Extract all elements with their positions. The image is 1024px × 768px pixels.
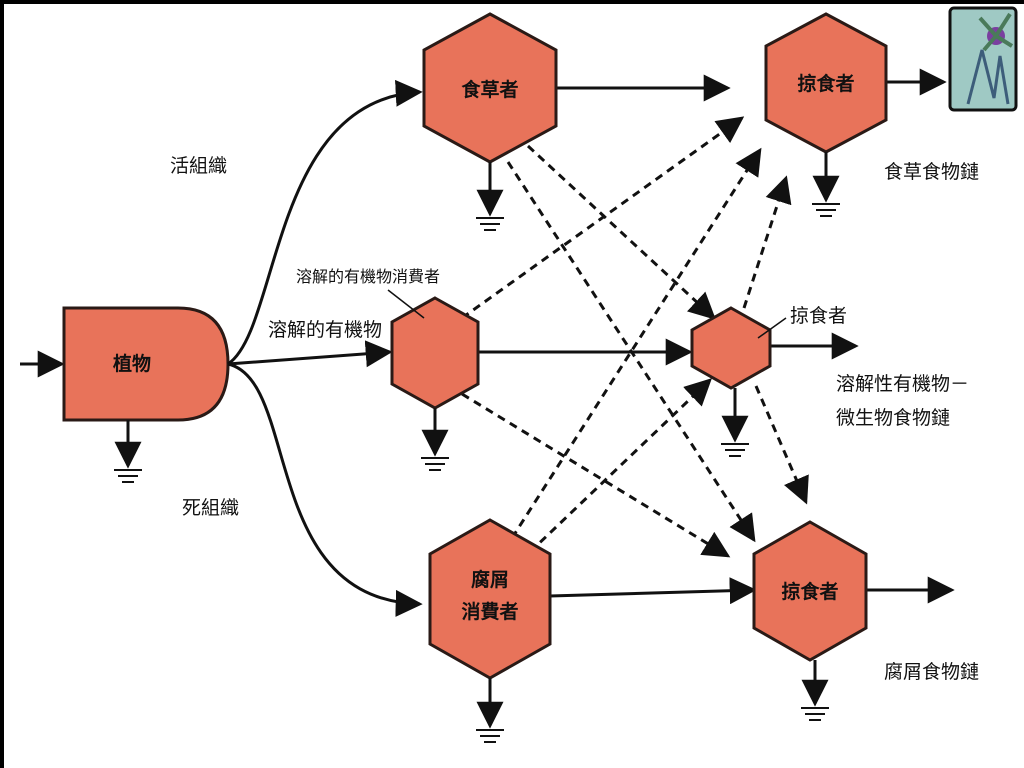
dissolved-path [227, 340, 393, 368]
dom-chain-label-line2: 微生物食物鏈 [836, 407, 950, 429]
detritus-chain-label: 腐屑食物鏈 [884, 661, 979, 683]
dashed-detritivore-to-predator-top [510, 147, 762, 539]
live-tissue-label: 活組織 [170, 155, 227, 177]
predator-top-label: 掠食者 [797, 72, 854, 95]
dashed-dom-to-predator-bottom [461, 392, 731, 558]
predator-bottom-label: 掠食者 [781, 580, 838, 603]
dashed-predmid-to-predator-top [742, 175, 792, 309]
dissolved-organic-label: 溶解的有機物 [268, 319, 382, 341]
dashed-flows [461, 116, 809, 558]
predator-bottom-node [752, 520, 868, 662]
detritivore-label-line2: 消費者 [461, 600, 518, 623]
detritivore-to-predator-arrow [549, 577, 757, 605]
dom-consumer-node [390, 296, 480, 410]
ground-predator-bottom-icon [801, 660, 829, 721]
dashed-herbivore-to-predator-mid [526, 144, 716, 320]
ribbon-bookmark-icon [948, 6, 1018, 112]
dom-consumer-callout: 溶解的有機物消費者 [296, 267, 440, 286]
dead-tissue-label: 死組織 [182, 497, 239, 519]
respiration-ground-symbols [114, 152, 840, 743]
plant-label: 植物 [113, 352, 151, 375]
dashed-herbivore-to-predator-bottom [506, 161, 756, 543]
dom-chain-label-line1: 溶解性有機物－ [836, 373, 969, 395]
dashed-dom-to-predator-top [461, 116, 745, 320]
predator-mid-leader [757, 317, 787, 339]
predator-mid-node [690, 306, 772, 390]
detritivore-node [428, 518, 552, 680]
ground-predator-mid-icon [721, 388, 749, 457]
detritivore-label-line1: 腐屑 [471, 568, 509, 591]
ground-herbivore-icon [476, 162, 504, 231]
ground-plant-icon [114, 420, 142, 483]
ground-detritivore-icon [476, 678, 504, 743]
dead-tissue-path [227, 362, 423, 617]
live-tissue-path [227, 79, 423, 366]
dom-consumer-leader [387, 289, 425, 319]
ground-dom-consumer-icon [421, 408, 449, 471]
dashed-predmid-to-predator-bottom [754, 385, 809, 505]
ground-predator-top-icon [812, 152, 840, 217]
predator-mid-callout: 掠食者 [790, 305, 847, 327]
grazing-chain-label: 食草食物鏈 [884, 161, 979, 183]
herbivore-label: 食草者 [461, 78, 518, 101]
